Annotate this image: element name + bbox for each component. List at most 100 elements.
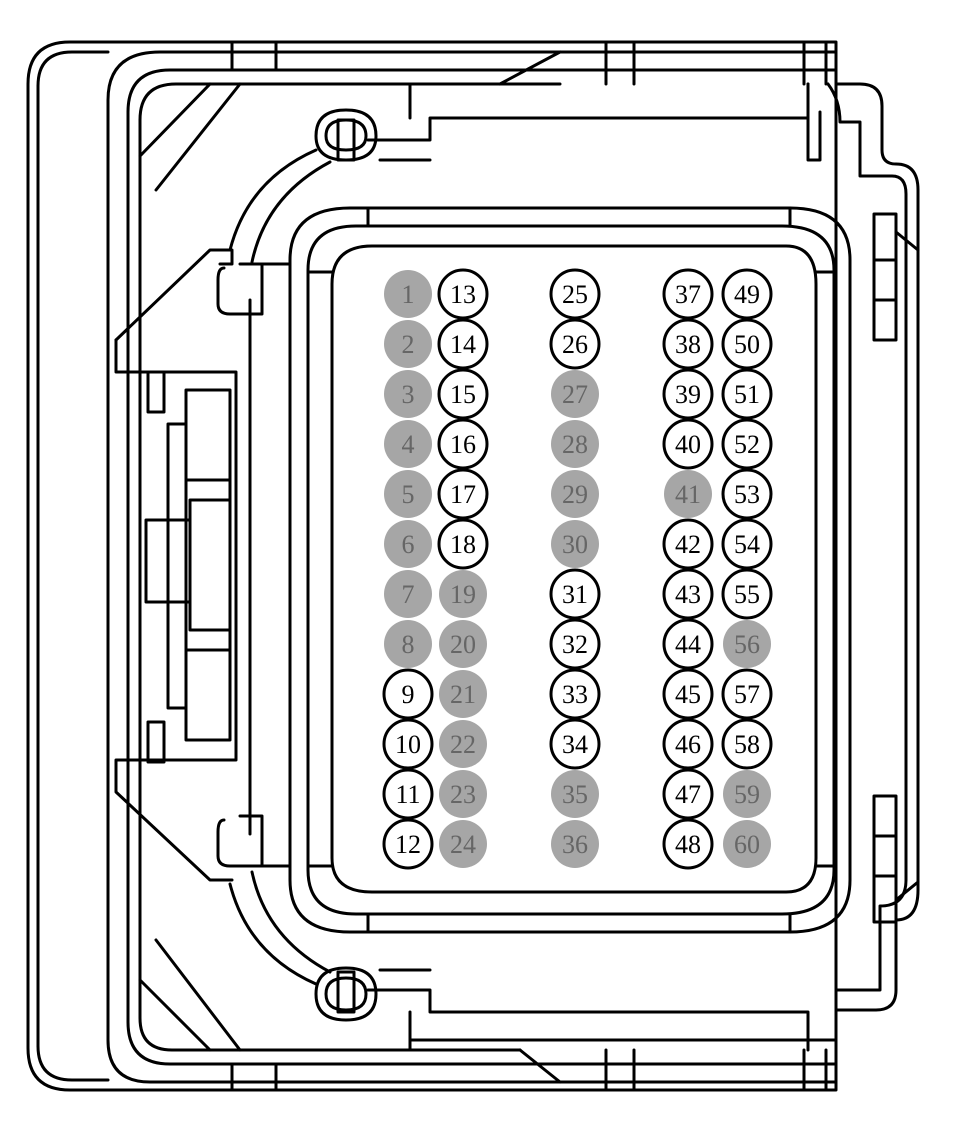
- pin-circle: [662, 418, 714, 470]
- pin-label: 16: [450, 430, 476, 459]
- pin-circle: [384, 620, 432, 668]
- pin-13: 13: [437, 268, 489, 320]
- pin-12: 12: [382, 818, 434, 870]
- pin-label: 34: [562, 730, 588, 759]
- pin-label: 3: [402, 380, 415, 409]
- left-locking-lever: [114, 248, 292, 882]
- pin-label: 35: [562, 780, 588, 809]
- pin-label: 57: [734, 680, 760, 709]
- pin-circle: [384, 270, 432, 318]
- pin-25: 25: [549, 268, 601, 320]
- pin-circle: [662, 618, 714, 670]
- pin-label: 33: [562, 680, 588, 709]
- pin-label: 13: [450, 280, 476, 309]
- pin-circle: [382, 718, 434, 770]
- pin-circle: [549, 718, 601, 770]
- pin-circle: [662, 768, 714, 820]
- pin-circle: [662, 668, 714, 720]
- pin-label: 7: [402, 580, 415, 609]
- pin-label: 45: [675, 680, 701, 709]
- pin-circle: [384, 570, 432, 618]
- pin-4: 4: [384, 420, 432, 468]
- pin-circle: [551, 470, 599, 518]
- pin-label: 53: [734, 480, 760, 509]
- pin-49: 49: [721, 268, 773, 320]
- pin-3: 3: [384, 370, 432, 418]
- pin-circle: [437, 468, 489, 520]
- pin-circle: [723, 620, 771, 668]
- pin-27: 27: [551, 370, 599, 418]
- pin-46: 46: [662, 718, 714, 770]
- pin-10: 10: [382, 718, 434, 770]
- pin-29: 29: [551, 470, 599, 518]
- pin-circle: [662, 518, 714, 570]
- pin-circle: [662, 268, 714, 320]
- pin-circle: [662, 318, 714, 370]
- pin-circle: [721, 268, 773, 320]
- pin-label: 56: [734, 630, 760, 659]
- pin-label: 19: [450, 580, 476, 609]
- pin-circle: [437, 268, 489, 320]
- pin-label: 58: [734, 730, 760, 759]
- pin-30: 30: [551, 520, 599, 568]
- pin-14: 14: [437, 318, 489, 370]
- pin-label: 31: [562, 580, 588, 609]
- pin-1: 1: [384, 270, 432, 318]
- pin-label: 20: [450, 630, 476, 659]
- pin-57: 57: [721, 668, 773, 720]
- pin-circle: [551, 820, 599, 868]
- pin-circle: [721, 418, 773, 470]
- pin-circle: [437, 368, 489, 420]
- pin-circle: [662, 368, 714, 420]
- pin-label: 4: [402, 430, 415, 459]
- pin-label: 1: [402, 280, 415, 309]
- pin-circle: [551, 370, 599, 418]
- pin-53: 53: [721, 468, 773, 520]
- pin-label: 39: [675, 380, 701, 409]
- pin-60: 60: [723, 820, 771, 868]
- pin-label: 40: [675, 430, 701, 459]
- pin-circle: [721, 318, 773, 370]
- pin-47: 47: [662, 768, 714, 820]
- pin-5: 5: [384, 470, 432, 518]
- pin-circle: [723, 770, 771, 818]
- pin-label: 59: [734, 780, 760, 809]
- pin-36: 36: [551, 820, 599, 868]
- pin-55: 55: [721, 568, 773, 620]
- pin-label: 50: [734, 330, 760, 359]
- pin-label: 42: [675, 530, 701, 559]
- pin-label: 5: [402, 480, 415, 509]
- pin-37: 37: [662, 268, 714, 320]
- pin-18: 18: [437, 518, 489, 570]
- pin-11: 11: [382, 768, 434, 820]
- pin-circle: [384, 370, 432, 418]
- pin-label: 41: [675, 480, 701, 509]
- pin-circle: [549, 318, 601, 370]
- pin-label: 38: [675, 330, 701, 359]
- pin-label: 51: [734, 380, 760, 409]
- pin-42: 42: [662, 518, 714, 570]
- pin-circle: [721, 718, 773, 770]
- pin-52: 52: [721, 418, 773, 470]
- pin-16: 16: [437, 418, 489, 470]
- pin-circle: [721, 468, 773, 520]
- pin-label: 18: [450, 530, 476, 559]
- pin-circle: [384, 520, 432, 568]
- pin-20: 20: [439, 620, 487, 668]
- pin-circle: [439, 820, 487, 868]
- pin-label: 37: [675, 280, 701, 309]
- pin-label: 15: [450, 380, 476, 409]
- middle-housing-frame: [228, 82, 838, 1052]
- pin-circle: [662, 718, 714, 770]
- pin-9: 9: [382, 668, 434, 720]
- pin-circle: [721, 668, 773, 720]
- pin-label: 48: [675, 830, 701, 859]
- pin-8: 8: [384, 620, 432, 668]
- pin-circle: [439, 670, 487, 718]
- pin-label: 21: [450, 680, 476, 709]
- pin-label: 10: [395, 730, 421, 759]
- pin-label: 2: [402, 330, 415, 359]
- pin-24: 24: [439, 820, 487, 868]
